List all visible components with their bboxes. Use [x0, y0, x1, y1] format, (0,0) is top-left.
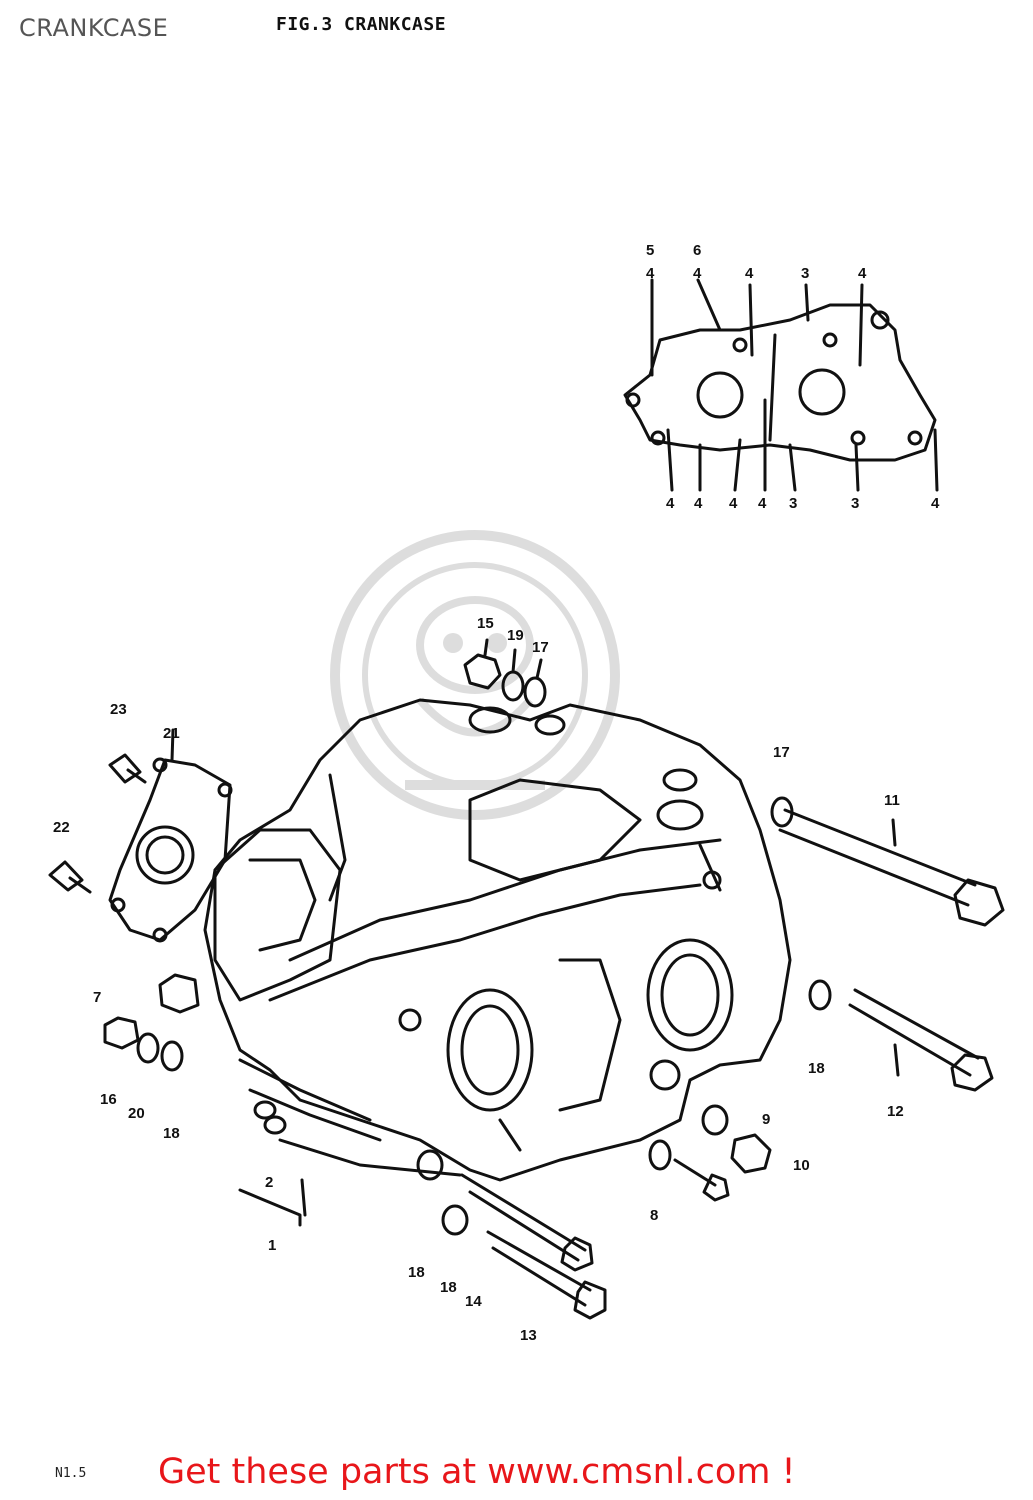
callout-8: 8	[650, 1207, 658, 1224]
callout-1: 1	[268, 1237, 276, 1254]
callout-9: 9	[762, 1111, 770, 1128]
watermark-logo	[330, 530, 620, 820]
callout-13: 13	[520, 1327, 537, 1344]
reference-code: N1.5	[55, 1466, 87, 1481]
callout-18: 18	[163, 1125, 180, 1142]
inset-bottom-label: 4	[694, 495, 703, 512]
callout-18c: 18	[408, 1264, 425, 1281]
inset-top-label: 6	[693, 242, 701, 259]
dowels-1-2	[238, 1100, 307, 1227]
inset-top-label: 4	[858, 265, 867, 282]
callout-22: 22	[53, 819, 70, 836]
figure-caption: FIG.3 CRANKCASE	[276, 14, 447, 35]
inset-top-label: 4	[745, 265, 754, 282]
screws-22-23	[48, 753, 147, 894]
callout-15: 15	[477, 615, 494, 632]
intake-gasket-plate	[108, 728, 233, 943]
bolts-13-14	[416, 1149, 607, 1320]
inset-top-label: 4	[693, 265, 702, 282]
inset-bottom-label: 4	[666, 495, 675, 512]
callout-10: 10	[793, 1157, 810, 1174]
callout-11: 11	[884, 792, 900, 809]
crankcase-body	[203, 698, 792, 1182]
callout-17: 17	[532, 639, 549, 656]
callout-14: 14	[465, 1293, 482, 1310]
top-nut-washers	[463, 638, 547, 708]
callout-23: 23	[110, 701, 127, 718]
callout-7: 7	[93, 989, 101, 1006]
callout-21: 21	[163, 725, 180, 742]
inset-bottom-label: 4	[931, 495, 940, 512]
page-title: CRANKCASE	[19, 14, 169, 42]
callout-17b: 17	[773, 744, 790, 761]
bolt-12	[808, 979, 994, 1092]
inset-bottom-label: 3	[789, 495, 797, 512]
inset-bottom-label: 3	[851, 495, 859, 512]
callout-12: 12	[887, 1103, 904, 1120]
right-small-parts	[648, 1104, 772, 1202]
bolt-11	[770, 796, 1005, 927]
inset-bottom-label: 4	[729, 495, 738, 512]
callout-19: 19	[507, 627, 524, 644]
callout-2: 2	[265, 1174, 273, 1191]
callout-16: 16	[100, 1091, 117, 1108]
callout-18d: 18	[440, 1279, 457, 1296]
inset-top-label: 5	[646, 242, 654, 259]
inset-top-label: 4	[646, 265, 655, 282]
gasket-inset	[623, 278, 939, 492]
inset-bottom-label: 4	[758, 495, 767, 512]
left-bushing-nuts	[103, 973, 200, 1072]
inset-top-label: 3	[801, 265, 809, 282]
callout-20: 20	[128, 1105, 145, 1122]
shop-link-banner[interactable]: Get these parts at www.cmsnl.com !	[158, 1452, 796, 1492]
callout-18b: 18	[808, 1060, 825, 1077]
